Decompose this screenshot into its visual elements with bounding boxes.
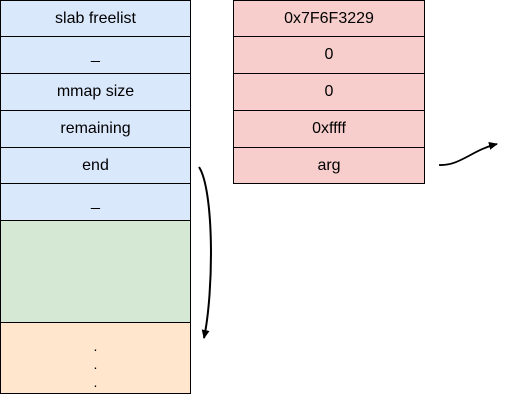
mmap-size-label: mmap size bbox=[56, 83, 135, 100]
end-value: arg bbox=[317, 156, 341, 174]
padding-value-cell: 0 bbox=[233, 36, 425, 74]
end-label: end bbox=[82, 156, 109, 174]
padding-value: 0 bbox=[324, 46, 334, 63]
arg-pointer-arrow bbox=[438, 141, 498, 166]
padding-label-1: _ bbox=[91, 46, 100, 63]
data-region-cell bbox=[0, 220, 191, 323]
end-value-cell: arg bbox=[233, 147, 425, 184]
mmap-size-value: 0 bbox=[324, 83, 334, 100]
padding-label-2: _ bbox=[91, 193, 100, 210]
slab-freelist-label: slab freelist bbox=[55, 9, 136, 27]
tail-dot-1: . bbox=[93, 338, 98, 354]
tail-dot-2: . bbox=[93, 356, 98, 372]
end-cell: end bbox=[0, 147, 191, 184]
remaining-label: remaining bbox=[60, 120, 131, 137]
remaining-value-cell: 0xffff bbox=[233, 110, 425, 148]
tail-region-cell: . . . bbox=[0, 322, 191, 394]
end-pointer-arrow bbox=[198, 166, 212, 339]
slab-freelist-cell: slab freelist bbox=[0, 0, 191, 37]
remaining-cell: remaining bbox=[0, 110, 191, 148]
remaining-value: 0xffff bbox=[312, 120, 346, 137]
freelist-value: 0x7F6F3229 bbox=[284, 9, 374, 27]
mmap-size-cell: mmap size bbox=[0, 73, 191, 111]
tail-dot-3: . bbox=[93, 374, 98, 390]
